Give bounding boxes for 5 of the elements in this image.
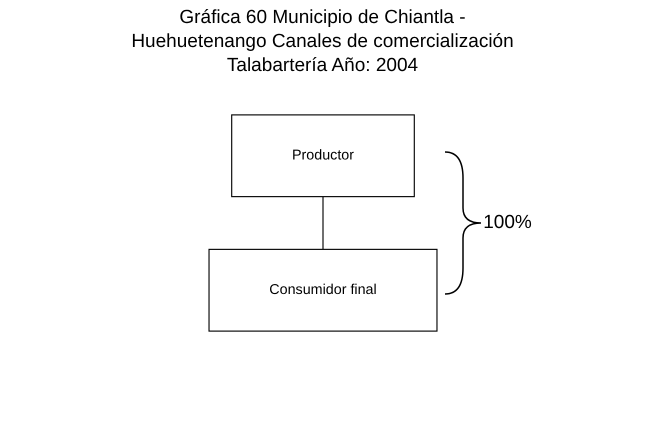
node-box: Productor — [231, 114, 416, 198]
connector — [322, 196, 324, 250]
diagram-title: Gráfica 60 Municipio de Chiantla - Huehuetenango Canales de comercialización Talabartería Año: 2004 — [130, 6, 515, 78]
node-box: Consumidor final — [208, 248, 438, 332]
percentage-label: 100% — [483, 212, 532, 234]
